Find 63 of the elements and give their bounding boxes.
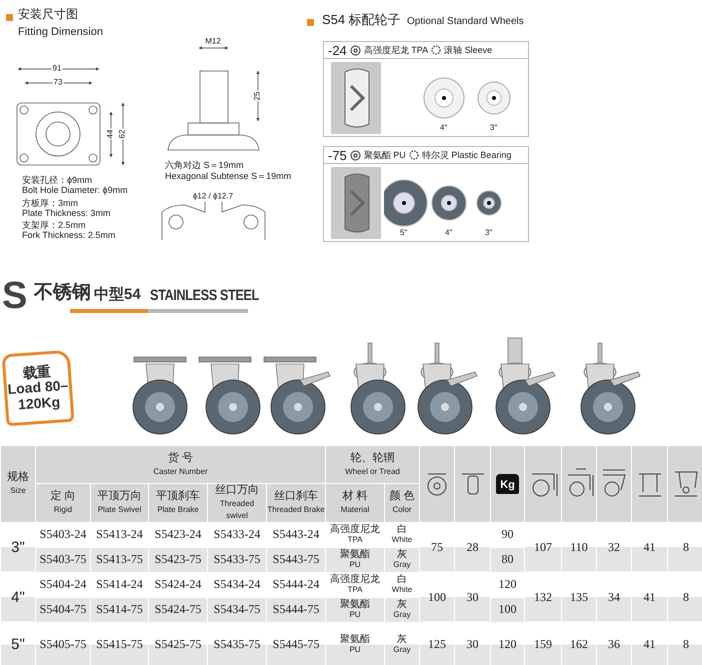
size-label: 4": [445, 229, 452, 238]
wheel-option-panel: [323, 146, 529, 242]
wheel-code: -75: [328, 148, 347, 162]
model-number: S5444-75: [266, 597, 326, 622]
material-value: 聚氨酯 PU: [326, 547, 385, 572]
wheel-option-panel: [323, 41, 529, 137]
series-title: 不锈钢: [34, 283, 91, 304]
spec-note: 六角对边 S＝19mm: [165, 161, 244, 171]
series-letter: S: [2, 276, 28, 318]
weight-icon: Kg: [496, 474, 519, 494]
spec-note: 支架厚：2.5mm: [22, 221, 86, 231]
dimension-value: 80: [490, 547, 525, 572]
load-rating-tag: 载重 Load 80–120Kg: [2, 350, 74, 426]
column-header: 颜 色 Color: [384, 484, 420, 522]
dimension-value: M12: [204, 38, 222, 46]
size-label: 3": [485, 229, 492, 238]
model-number: S5403-75: [36, 547, 90, 572]
bearing-type: 滚轴 Sleeve: [444, 44, 492, 56]
model-number: S5423-75: [148, 547, 208, 572]
column-header: 轮、轮辋 Wheel or Tread: [326, 446, 420, 484]
model-number: S5414-75: [90, 597, 148, 622]
wheel-code: -24: [328, 42, 347, 58]
size-label: 5": [400, 229, 408, 238]
color-value: 灰 Gray: [384, 547, 420, 572]
dimension-value: 73: [52, 78, 64, 88]
model-number: S5424-75: [148, 597, 208, 622]
column-header: 定 向 Rigid: [36, 484, 90, 522]
spec-note: Plate Thickness: 3mm: [22, 209, 110, 219]
size-label: 3": [490, 124, 498, 133]
dimension-value: 25: [254, 90, 262, 102]
model-number: S5443-75: [266, 547, 326, 572]
spec-note: 方板厚：3mm: [22, 199, 78, 209]
dimension-value: 100: [490, 597, 525, 622]
spec-note: Fork Thickness: 2.5mm: [22, 231, 116, 241]
section-subheading: Fitting Dimension: [18, 26, 103, 38]
column-header: 货 号 Caster Number: [36, 446, 326, 484]
column-header: 平顶万向 Plate Swivel: [90, 484, 148, 522]
wheel-material: 聚氨酯 PU: [364, 148, 406, 162]
bearing-type: 特尔灵 Plastic Bearing: [422, 148, 512, 162]
column-header: 丝口刹车 Threaded Brake: [266, 484, 326, 522]
spec-note: Hexagonal Subtense S＝19mm: [165, 172, 292, 182]
column-header: 规格 Size: [0, 446, 36, 522]
section-heading: S54 标配轮子: [322, 13, 401, 28]
model-number: S5404-75: [36, 597, 90, 622]
series-title: 中型54: [94, 287, 141, 304]
model-number: S5434-75: [208, 597, 266, 622]
model-number: S5413-75: [90, 547, 148, 572]
series-title: STAINLESS STEEL: [150, 288, 259, 304]
column-header: 材 料 Material: [326, 484, 385, 522]
column-header: 平顶刹车 Plate Brake: [148, 484, 208, 522]
wheel-material: 高强度尼龙 TPA: [364, 44, 428, 56]
model-number: S5433-75: [208, 547, 266, 572]
dimension-value: 44: [106, 128, 116, 140]
spec-note: Bolt Hole Diameter: ϕ9mm: [22, 186, 128, 196]
dimension-value: 62: [118, 128, 128, 140]
dimension-value: 91: [52, 64, 62, 74]
color-value: 灰 Gray: [384, 597, 420, 622]
dimension-value: ϕ12 / ϕ12.7: [192, 192, 234, 202]
material-value: 聚氨酯 PU: [326, 597, 385, 622]
size-label: 4": [440, 124, 448, 133]
spec-note: 安装孔径：ϕ9mm: [22, 176, 92, 186]
section-subheading: Optional Standard Wheels: [407, 16, 524, 27]
section-heading: 安装尺寸图: [18, 8, 78, 22]
